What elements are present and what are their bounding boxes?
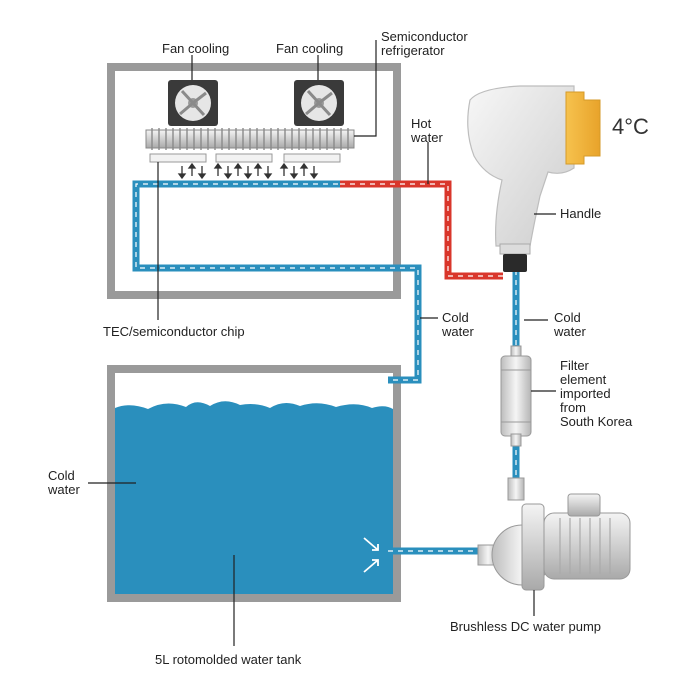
cold-water-mid-label-line2: water <box>441 324 474 339</box>
inlet-arrows <box>363 537 379 573</box>
heat-flow-arrows <box>177 162 319 180</box>
filter-icon <box>500 345 532 447</box>
fan-cooling-label-1: Fan cooling <box>162 41 229 56</box>
fan-icon <box>168 80 218 126</box>
hot-water-label-line1: Hot <box>411 116 432 131</box>
fan-cooling-label-2: Fan cooling <box>276 41 343 56</box>
cold-water-right-label-line2: water <box>553 324 586 339</box>
tank-label: 5L rotomolded water tank <box>155 652 302 667</box>
semiconductor-refrigerator-label-line2: refrigerator <box>381 43 445 58</box>
tec-chip <box>149 153 341 163</box>
handpiece-icon <box>467 85 601 272</box>
tank-cold-water-label-line1: Cold <box>48 468 75 483</box>
filter-label-line4: from <box>560 400 586 415</box>
handle-label: Handle <box>560 206 601 221</box>
hot-water-label-line2: water <box>410 130 443 145</box>
cold-water-right-label-line1: Cold <box>554 310 581 325</box>
temperature-label: 4°C <box>612 114 649 139</box>
filter-label-line3: imported <box>560 386 611 401</box>
semiconductor-refrigerator-label-line1: Semiconductor <box>381 29 468 44</box>
tank-cold-water-label-line2: water <box>47 482 80 497</box>
tec-chip-label: TEC/semiconductor chip <box>103 324 245 339</box>
pump-icon <box>477 477 631 591</box>
pump-label: Brushless DC water pump <box>450 619 601 634</box>
filter-label-line2: element <box>560 372 607 387</box>
hot-water-pipe <box>340 180 503 280</box>
cold-water-mid-label-line1: Cold <box>442 310 469 325</box>
semiconductor-refrigerator <box>145 128 355 150</box>
leader-lines <box>88 40 556 646</box>
filter-label-line1: Filter <box>560 358 590 373</box>
tank-water <box>115 401 393 594</box>
filter-label-line5: South Korea <box>560 414 633 429</box>
fan-icon <box>294 80 344 126</box>
